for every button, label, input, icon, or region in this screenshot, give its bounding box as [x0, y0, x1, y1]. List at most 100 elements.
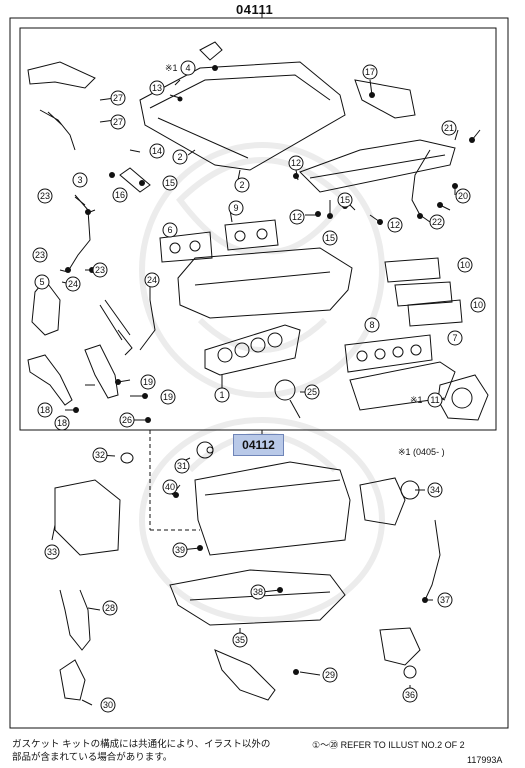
callout-9: 9	[228, 200, 244, 216]
svg-text:12: 12	[390, 220, 400, 230]
svg-text:38: 38	[253, 587, 263, 597]
footer-note-jp: ガスケット キットの構成には共通化により、イラスト以外の 部品が含まれている場合…	[12, 738, 297, 764]
callout-14: 14	[149, 143, 165, 159]
top-kit-code: 04111	[236, 2, 274, 17]
svg-text:39: 39	[175, 545, 185, 555]
callout-23b: 23	[32, 247, 48, 263]
svg-text:※1: ※1	[165, 63, 178, 73]
callout-2: 2	[234, 177, 250, 193]
svg-text:12: 12	[291, 158, 301, 168]
callout-31: 31	[174, 458, 190, 474]
callout-34: 34	[427, 482, 443, 498]
callout-13: 13	[149, 80, 165, 96]
callout-1: 1	[214, 387, 230, 403]
callout-15c: 15	[337, 192, 353, 208]
svg-text:1: 1	[219, 390, 224, 400]
svg-text:23: 23	[35, 250, 45, 260]
callout-36: 36	[402, 687, 418, 703]
svg-text:23: 23	[40, 191, 50, 201]
callout-30: 30	[100, 697, 116, 713]
illustration-number: 117993A	[467, 755, 503, 765]
svg-text:25: 25	[307, 387, 317, 397]
callout-26: 26	[119, 412, 135, 428]
callout-17: 17	[362, 64, 378, 80]
callout-32: 32	[92, 447, 108, 463]
svg-text:17: 17	[365, 67, 375, 77]
callout-15a: 15	[162, 175, 178, 191]
svg-text:3: 3	[77, 175, 82, 185]
callout-4: 4	[180, 60, 196, 76]
svg-text:5: 5	[39, 277, 44, 287]
svg-text:9: 9	[233, 203, 238, 213]
svg-text:8: 8	[369, 320, 374, 330]
callout-8: 8	[364, 317, 380, 333]
footer-note-jp-line1: ガスケット キットの構成には共通化により、イラスト以外の	[12, 739, 271, 750]
callout-16: 16	[112, 187, 128, 203]
svg-text:15: 15	[165, 178, 175, 188]
svg-text:2: 2	[239, 180, 244, 190]
svg-text:7: 7	[452, 333, 457, 343]
svg-text:24: 24	[68, 279, 78, 289]
callout-40: 40	[162, 479, 178, 495]
callout-12c: 12	[387, 217, 403, 233]
callout-15b: 15	[322, 230, 338, 246]
callout-38: 38	[250, 584, 266, 600]
svg-text:4: 4	[185, 63, 190, 73]
svg-text:28: 28	[105, 603, 115, 613]
svg-text:40: 40	[165, 482, 175, 492]
svg-text:27: 27	[113, 117, 123, 127]
svg-text:18: 18	[57, 418, 67, 428]
callout-5: 5	[34, 274, 50, 290]
svg-text:26: 26	[122, 415, 132, 425]
svg-text:2: 2	[177, 152, 182, 162]
callout-39: 39	[172, 542, 188, 558]
svg-text:32: 32	[95, 450, 105, 460]
callout-28: 28	[102, 600, 118, 616]
callout-24a: 24	[65, 276, 81, 292]
callout-18b: 18	[54, 415, 70, 431]
svg-text:10: 10	[460, 260, 470, 270]
svg-text:36: 36	[405, 690, 415, 700]
callout-29: 29	[322, 667, 338, 683]
callout-33: 33	[44, 544, 60, 560]
svg-text:21: 21	[444, 123, 454, 133]
fasteners	[65, 65, 475, 675]
svg-text:27: 27	[113, 93, 123, 103]
svg-text:10: 10	[473, 300, 483, 310]
svg-text:16: 16	[115, 190, 125, 200]
mid-kit-code[interactable]: 04112	[233, 434, 284, 456]
callout-20: 20	[455, 188, 471, 204]
applicability-note: ※1 (0405- )	[398, 447, 445, 457]
callout-18a: 18	[37, 402, 53, 418]
svg-text:33: 33	[47, 547, 57, 557]
callout-27a: 27	[110, 90, 126, 106]
callout-3: 3	[72, 172, 88, 188]
callout-37: 37	[437, 592, 453, 608]
callout-35: 35	[232, 632, 248, 648]
footer-ref-text: ①～⑳ REFER TO ILLUST NO.2 OF 2	[312, 740, 465, 750]
svg-text:6: 6	[167, 225, 172, 235]
svg-text:34: 34	[430, 485, 440, 495]
callout-6: 6	[162, 222, 178, 238]
callout-11: 11	[427, 392, 443, 408]
svg-text:15: 15	[340, 195, 350, 205]
callout-10b: 10	[470, 297, 486, 313]
svg-text:19: 19	[143, 377, 153, 387]
svg-text:29: 29	[325, 670, 335, 680]
svg-text:15: 15	[325, 233, 335, 243]
svg-text:31: 31	[177, 461, 187, 471]
svg-text:30: 30	[103, 700, 113, 710]
callout-19a: 19	[140, 374, 156, 390]
parts-line-art	[27, 41, 489, 706]
callout-23c: 23	[92, 262, 108, 278]
frame-lines	[9, 14, 509, 729]
callout-21: 21	[441, 120, 457, 136]
callout-12b: 12	[289, 209, 305, 225]
svg-text:23: 23	[95, 265, 105, 275]
svg-text:13: 13	[152, 83, 162, 93]
svg-text:19: 19	[163, 392, 173, 402]
callout-24b: 24	[144, 272, 160, 288]
callout-25: 25	[304, 384, 320, 400]
footer-note-jp-line2: 部品が含まれている場合があります。	[12, 752, 173, 763]
